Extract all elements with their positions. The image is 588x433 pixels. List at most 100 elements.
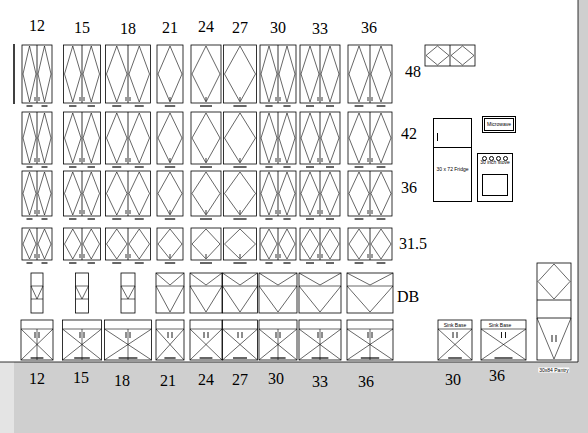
handle: [80, 332, 81, 338]
size-label: 33: [312, 374, 328, 390]
door-line: [225, 74, 241, 102]
door-line: [30, 229, 37, 244]
cabinet-outline: [300, 171, 340, 216]
door-line: [129, 138, 139, 163]
size-label: DB: [397, 289, 419, 305]
door-line: [463, 46, 475, 56]
handle: [39, 210, 40, 214]
cabinet-outline: [76, 273, 89, 313]
size-label: 30: [445, 372, 461, 388]
door-split: [128, 112, 129, 164]
door-line: [107, 138, 117, 163]
cabinet-outline: [438, 320, 472, 360]
handle: [126, 332, 127, 338]
door-line: [73, 194, 81, 216]
cabinet-outline: [260, 171, 296, 216]
caption-mark: [377, 105, 386, 106]
caption-mark: [306, 105, 314, 106]
door-line: [223, 329, 258, 360]
door-line: [170, 194, 182, 216]
handle: [126, 210, 127, 214]
drawer-line: [223, 329, 258, 330]
door-line: [359, 229, 369, 244]
door-line: [321, 74, 330, 102]
door-line: [301, 244, 310, 259]
door-line: [206, 113, 220, 138]
handle: [318, 97, 319, 101]
handle: [322, 158, 323, 162]
door-line: [240, 229, 256, 244]
handle: [206, 158, 207, 162]
door-line: [190, 286, 206, 312]
handle: [84, 158, 85, 162]
door-line: [65, 229, 73, 244]
handle: [368, 97, 369, 101]
handle: [84, 332, 85, 338]
door-split: [320, 329, 321, 360]
shelf-line: [537, 300, 571, 301]
door-line: [330, 138, 339, 163]
cabinet-outline: [157, 228, 183, 260]
cabinet-outline: [191, 171, 221, 216]
cabinet-outline: [106, 45, 151, 103]
door-line: [330, 46, 339, 74]
handle: [39, 97, 40, 101]
handle: [372, 158, 373, 162]
cabinet-outline: [64, 171, 101, 216]
door-split: [370, 112, 371, 164]
door-line: [23, 74, 30, 102]
cabinet-outline: [224, 228, 257, 260]
sheet-edge: [578, 0, 579, 362]
door-line: [190, 273, 206, 285]
door-line: [107, 172, 117, 194]
handle: [322, 254, 323, 258]
cabinet-outline: [348, 228, 392, 260]
caption-mark: [283, 105, 290, 106]
door-line: [481, 329, 526, 360]
door-line: [30, 113, 37, 138]
door-line: [170, 138, 182, 163]
handle: [372, 210, 373, 214]
door-split: [278, 329, 279, 360]
handle: [130, 254, 131, 258]
door-line: [121, 286, 128, 299]
door-line: [117, 74, 127, 102]
cabinet-outline: [31, 273, 43, 313]
door-line: [321, 229, 330, 244]
door-line: [73, 138, 81, 163]
door-line: [129, 172, 139, 194]
size-label: 27: [232, 20, 248, 36]
handle: [552, 335, 553, 342]
drawer-line: [31, 286, 43, 287]
door-line: [223, 286, 241, 312]
door-line: [310, 244, 319, 259]
caption-mark: [326, 166, 334, 167]
door-line: [73, 244, 81, 259]
door-line: [158, 138, 170, 163]
caption-mark: [355, 218, 364, 219]
caption-mark: [448, 357, 462, 358]
cabinet-outline: [157, 112, 183, 164]
size-label: 42: [401, 126, 417, 142]
door-line: [301, 46, 310, 74]
caption-mark: [27, 218, 33, 219]
door-line: [320, 286, 341, 312]
door-split: [278, 228, 279, 260]
cabinet-outline: [300, 228, 340, 260]
door-line: [321, 172, 330, 194]
door-line: [381, 113, 391, 138]
door-split: [37, 45, 38, 103]
door-line: [192, 194, 206, 216]
caption-mark: [69, 262, 76, 263]
door-line: [139, 229, 149, 244]
door-line: [438, 46, 450, 56]
door-line: [301, 138, 310, 163]
door-line: [287, 194, 295, 216]
door-line: [129, 113, 139, 138]
door-line: [158, 113, 170, 138]
handle: [322, 210, 323, 214]
door-line: [192, 74, 206, 102]
item-note: Sink Base: [488, 323, 513, 328]
door-line: [321, 113, 330, 138]
door-line: [381, 46, 391, 74]
